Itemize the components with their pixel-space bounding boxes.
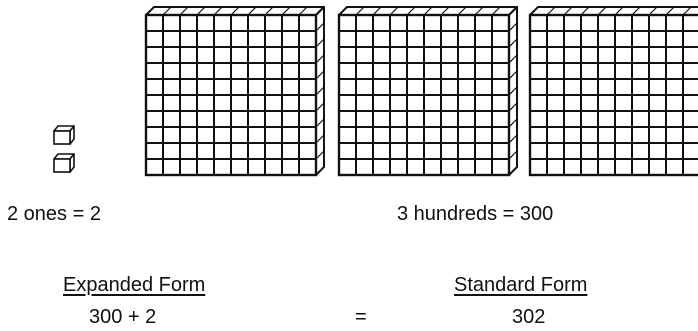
ones-label: 2 ones = 2: [7, 204, 101, 224]
hundreds-flat-3: [527, 6, 698, 178]
standard-form-value: 302: [512, 307, 545, 327]
expanded-form-heading: Expanded Form: [63, 275, 205, 295]
hundreds-flat-2: [336, 6, 521, 178]
ones-cube-2: [52, 152, 78, 174]
hundreds-flat-1: [143, 6, 328, 178]
hundreds-label: 3 hundreds = 300: [397, 204, 553, 224]
equals-sign: =: [355, 307, 367, 327]
expanded-form-value: 300 + 2: [89, 307, 156, 327]
ones-cube-1: [52, 124, 78, 146]
standard-form-heading: Standard Form: [454, 275, 587, 295]
